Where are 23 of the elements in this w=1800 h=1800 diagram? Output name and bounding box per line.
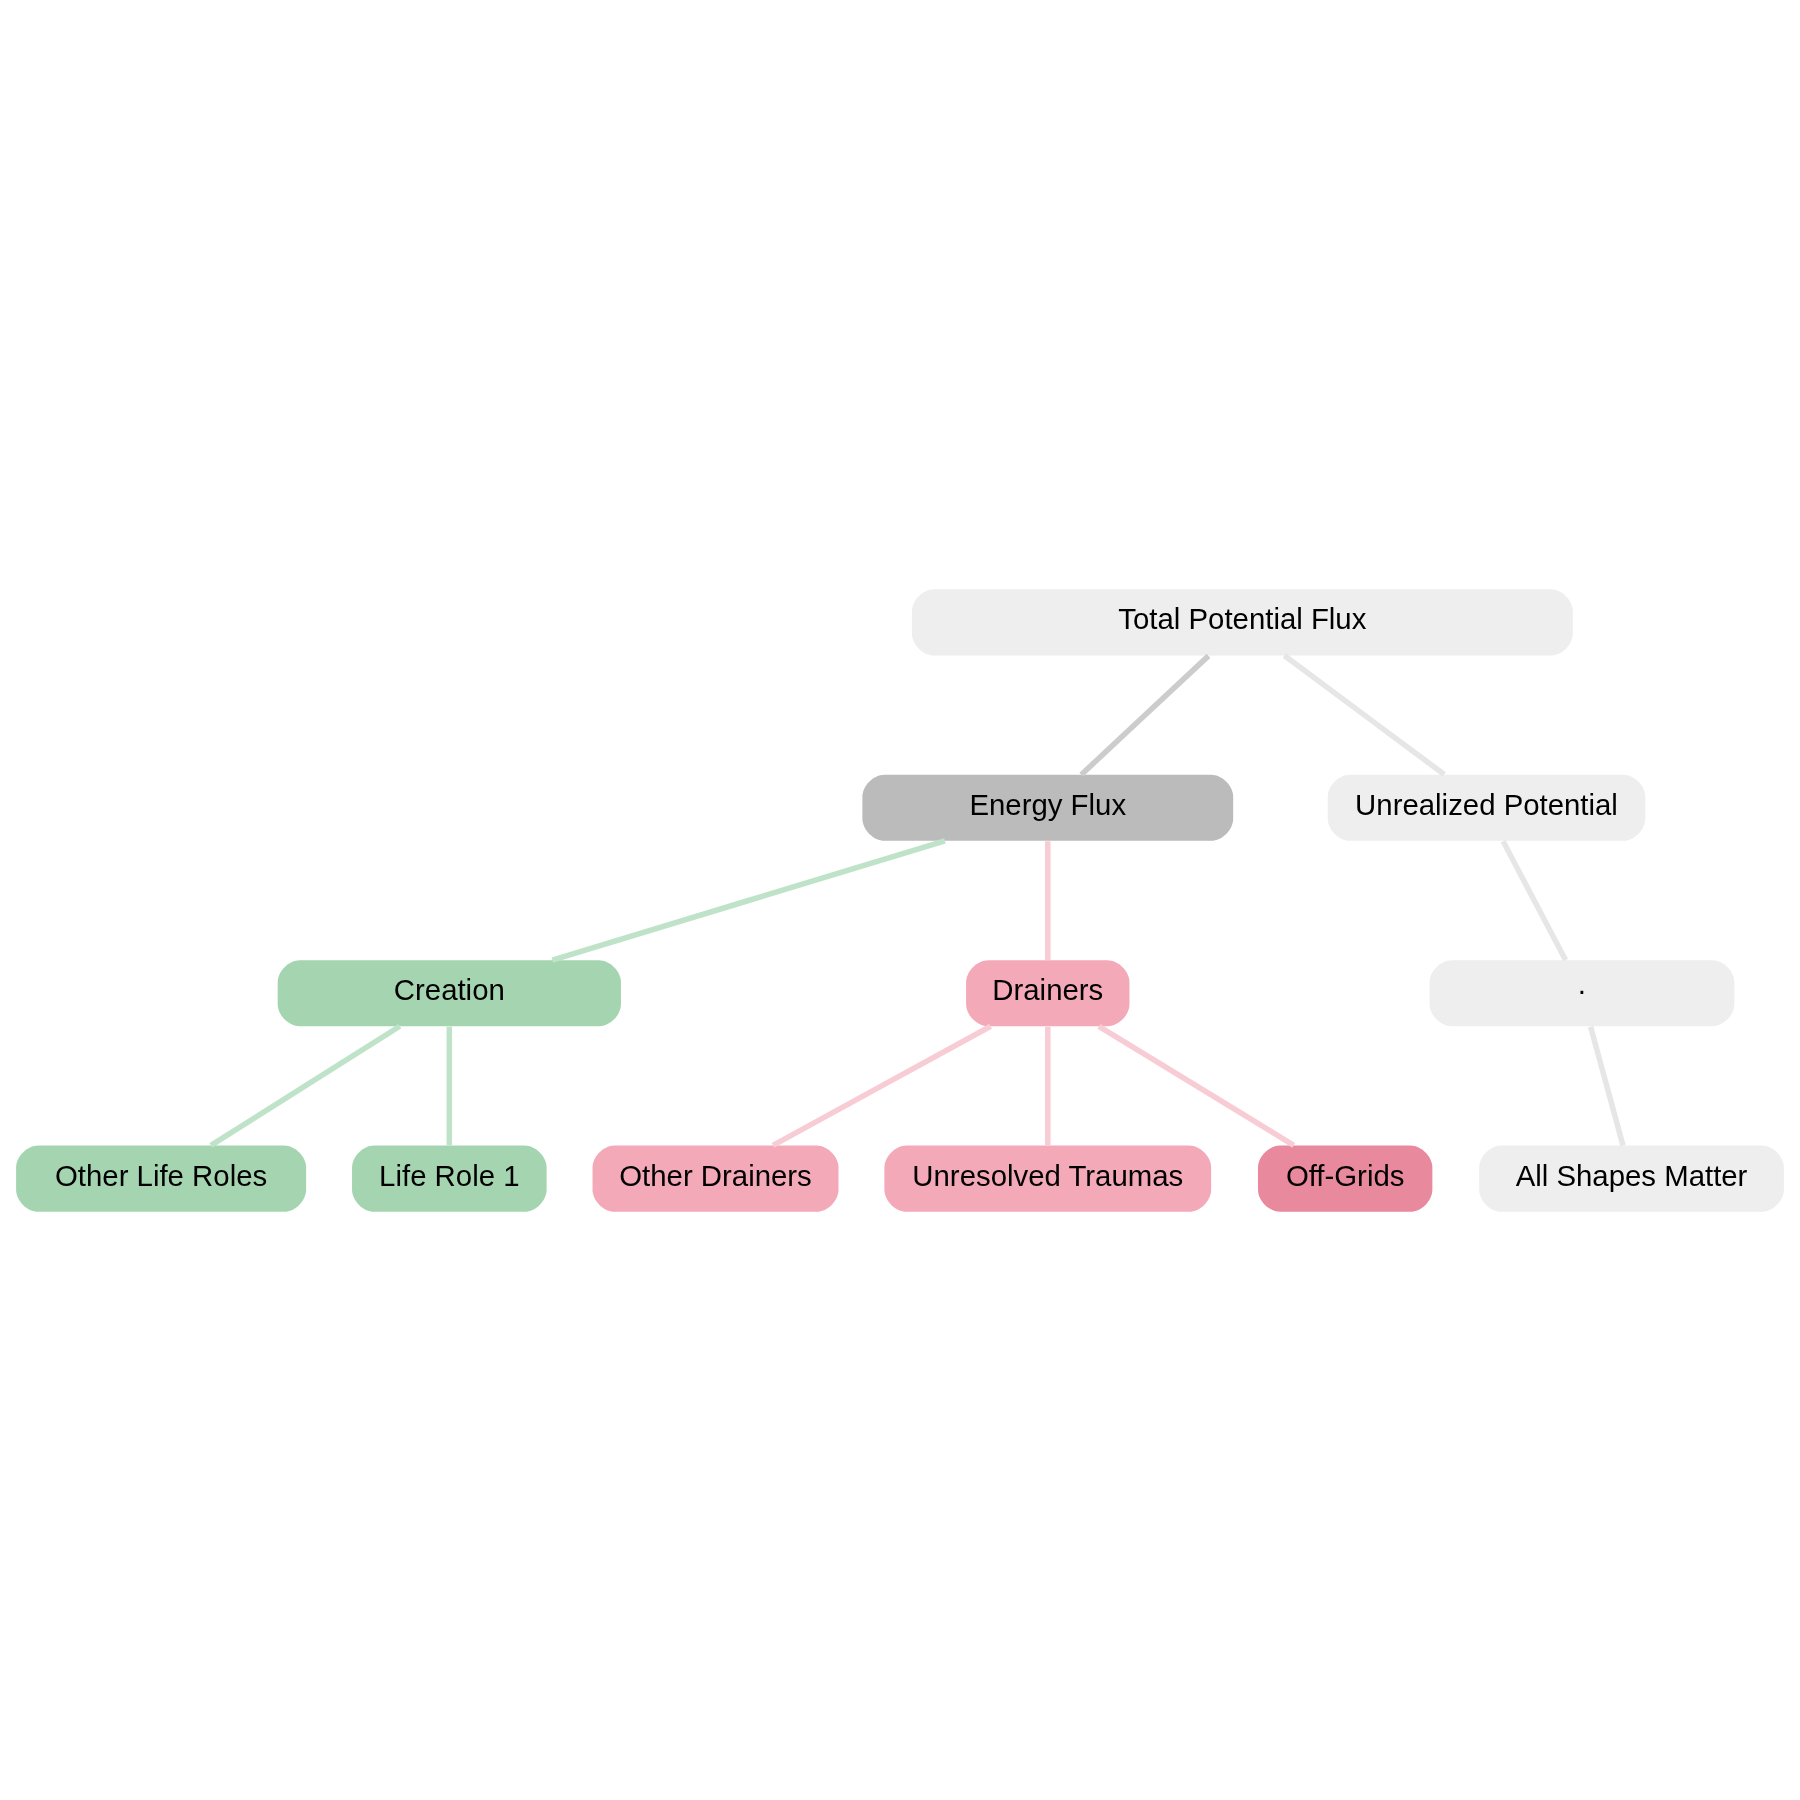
connector — [1045, 840, 1051, 960]
node-box: Other Drainers — [592, 1145, 839, 1212]
node-box: Creation — [277, 959, 621, 1026]
connector — [1045, 1026, 1051, 1145]
node-box: Unresolved Traumas — [884, 1145, 1212, 1212]
node-box: · — [1429, 959, 1735, 1026]
connector — [1097, 1023, 1296, 1148]
connector — [771, 1023, 992, 1148]
connector — [209, 1023, 402, 1148]
node-box: Energy Flux — [862, 774, 1234, 841]
connector — [1587, 1025, 1626, 1146]
node-box: Other Life Roles — [16, 1145, 307, 1212]
connector — [1079, 653, 1211, 777]
connector — [1282, 652, 1446, 777]
node-box: Off-Grids — [1257, 1145, 1433, 1212]
connector — [1500, 839, 1568, 961]
node-box: All Shapes Matter — [1479, 1145, 1784, 1212]
node-box: Total Potential Flux — [911, 588, 1573, 655]
node-box: Unrealized Potential — [1327, 774, 1646, 841]
connector — [446, 1026, 453, 1145]
connector — [551, 837, 946, 963]
node-box: Drainers — [966, 959, 1130, 1026]
node-box: Life Role 1 — [352, 1145, 547, 1212]
